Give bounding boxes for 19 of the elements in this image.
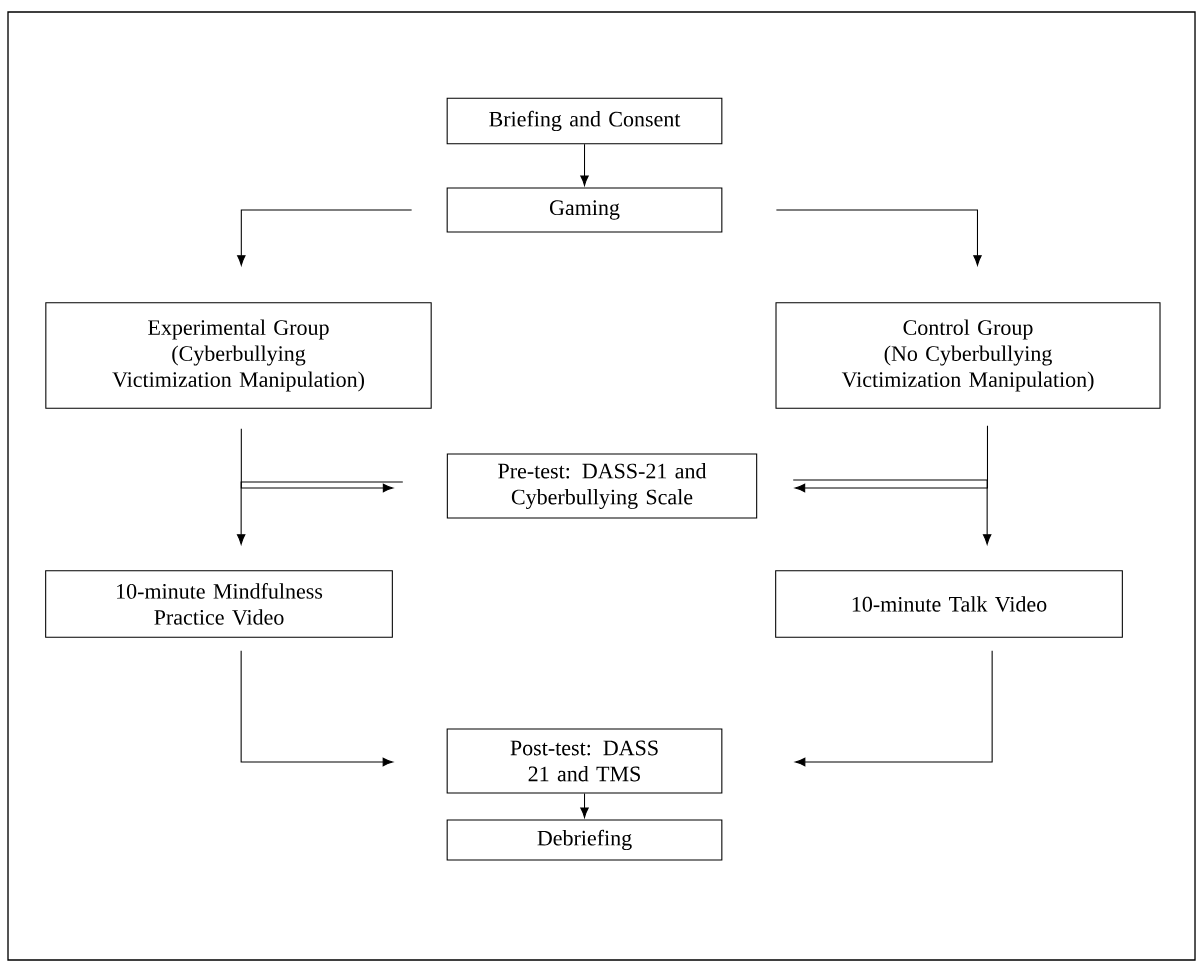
arrow: [580, 143, 589, 186]
arrow: [580, 793, 589, 818]
process-box: 10-minute Talk Video: [775, 570, 1123, 638]
arrow: [237, 209, 413, 266]
arrow: [794, 425, 988, 493]
process-box: Experimental Group (Cyberbullying Victimization Manipulation): [45, 302, 432, 409]
arrow: [794, 650, 993, 767]
arrow: [240, 650, 394, 767]
process-box: Control Group (No Cyberbullying Victimization Manipulation): [775, 302, 1161, 409]
arrow: [240, 428, 394, 493]
process-box: Debriefing: [446, 819, 723, 861]
process-box: Post-test: DASS 21 and TMS: [446, 728, 723, 794]
arrow: [775, 209, 982, 266]
arrow: [236, 481, 404, 545]
process-box: Gaming: [446, 187, 723, 233]
arrow: [792, 479, 992, 545]
process-box: 10-minute Mindfulness Practice Video: [45, 570, 393, 638]
process-box: Pre-test: DASS-21 and Cyberbullying Scale: [446, 453, 758, 519]
process-box: Briefing and Consent: [446, 97, 723, 145]
